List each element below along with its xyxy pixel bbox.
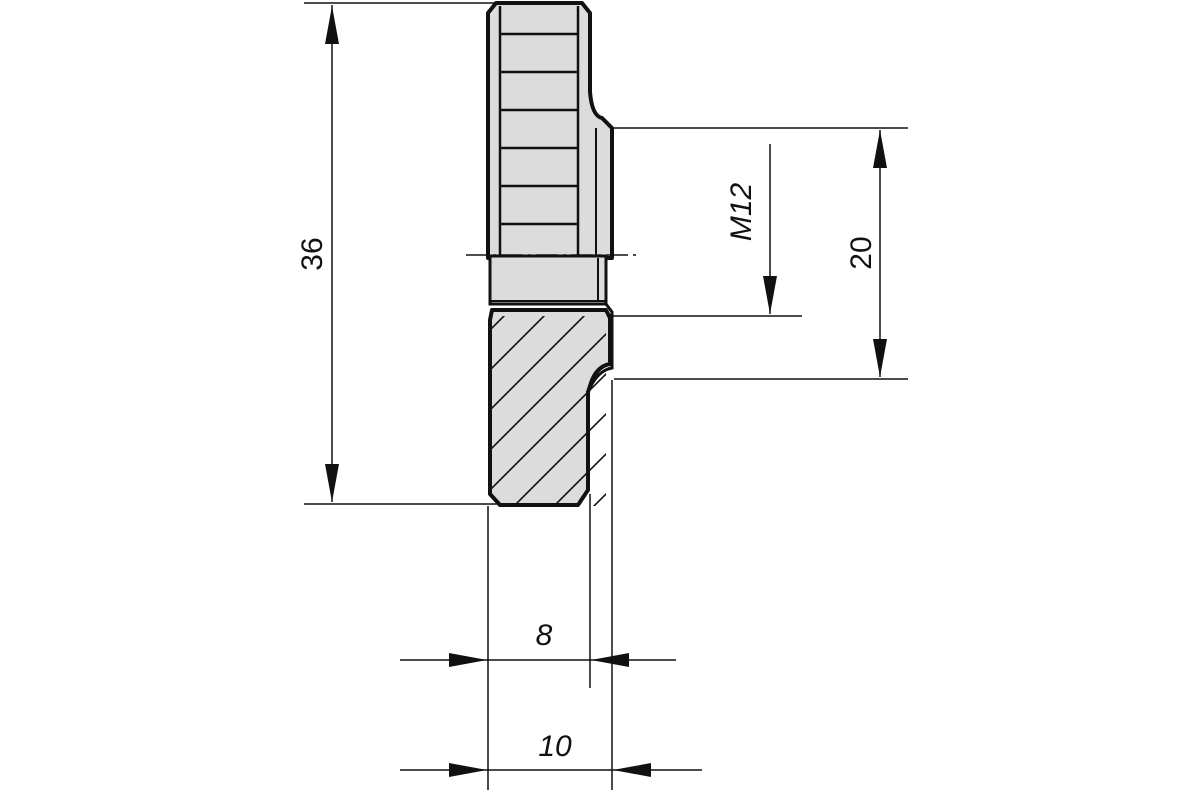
thread-bore <box>488 254 608 306</box>
arrowhead-down <box>763 276 777 314</box>
dimension-overall-diameter: 36 <box>296 2 498 505</box>
knurl-pattern <box>498 6 580 256</box>
dimension-label-thread: M12 <box>725 183 758 242</box>
arrowhead-left <box>591 653 629 667</box>
arrowhead-down <box>873 339 887 377</box>
dimension-label-total-thickness: 10 <box>538 730 572 763</box>
arrowhead-down <box>325 464 339 502</box>
arrowhead-right <box>449 653 487 667</box>
arrowhead-up <box>325 6 339 44</box>
knob-upper-half <box>486 1 614 260</box>
dimension-label-hub-diameter: 20 <box>845 236 878 269</box>
dimension-hub-diameter: 20 <box>614 127 908 380</box>
dimension-thickness: 8 <box>400 494 676 790</box>
section-lower-half <box>488 308 612 507</box>
section-hatching <box>492 316 606 506</box>
dimension-label-overall-diameter: 36 <box>296 237 329 270</box>
arrowhead-right <box>449 763 487 777</box>
dimension-thread: M12 <box>612 144 802 317</box>
arrowhead-left <box>613 763 651 777</box>
arrowhead-up <box>873 130 887 168</box>
dimension-total-thickness: 10 <box>400 380 702 790</box>
part-body <box>466 1 640 507</box>
dimension-label-thickness: 8 <box>536 619 553 652</box>
